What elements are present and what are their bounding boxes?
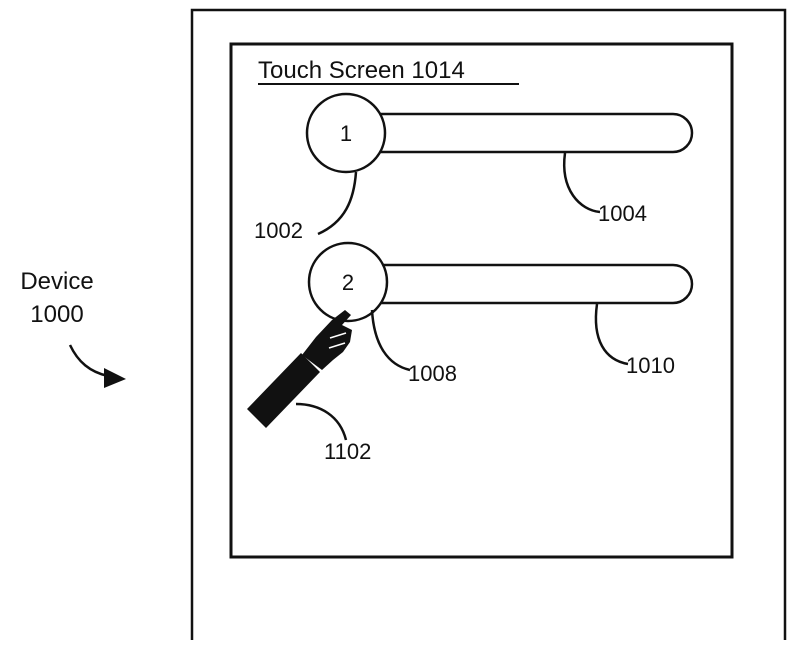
slider-2-knob-ref: 1008 [408, 361, 457, 386]
touch-screen-title: Touch Screen 1014 [258, 57, 465, 84]
slider-1-track[interactable] [378, 112, 694, 154]
slider-1-track-leader [562, 152, 601, 214]
finger-icon [247, 310, 352, 428]
device-frame [190, 8, 787, 640]
finger-hand [302, 310, 352, 370]
slider-1-number: 1 [340, 121, 352, 146]
finger-ref: 1102 [324, 439, 371, 464]
slider-2-track-ref: 1010 [626, 353, 675, 378]
slider-1-knob[interactable] [305, 92, 387, 174]
finger-arm [247, 353, 320, 428]
device-label-line2: 1000 [30, 301, 83, 328]
slider-1-knob-ref: 1002 [254, 218, 303, 243]
finger-leader [295, 402, 348, 441]
touch-screen[interactable] [229, 42, 734, 559]
slider-1-track-ref: 1004 [598, 201, 647, 226]
device-label-line1: Device [20, 268, 93, 295]
device-pointer-arrowhead [104, 368, 126, 388]
device-pointer-arrow [68, 344, 109, 378]
slider-1[interactable]: 1 [305, 92, 694, 174]
slider-2-number: 2 [342, 270, 354, 295]
slider-2-track-leader [594, 303, 629, 366]
slider-2[interactable]: 2 [307, 241, 694, 323]
finger-knuckle-1 [329, 332, 347, 339]
slider-1-knob-leader [317, 171, 358, 236]
slider-2-knob[interactable] [307, 241, 389, 323]
slider-2-knob-leader [370, 309, 411, 372]
finger-knuckle-2 [328, 342, 346, 349]
slider-2-track[interactable] [378, 263, 694, 305]
